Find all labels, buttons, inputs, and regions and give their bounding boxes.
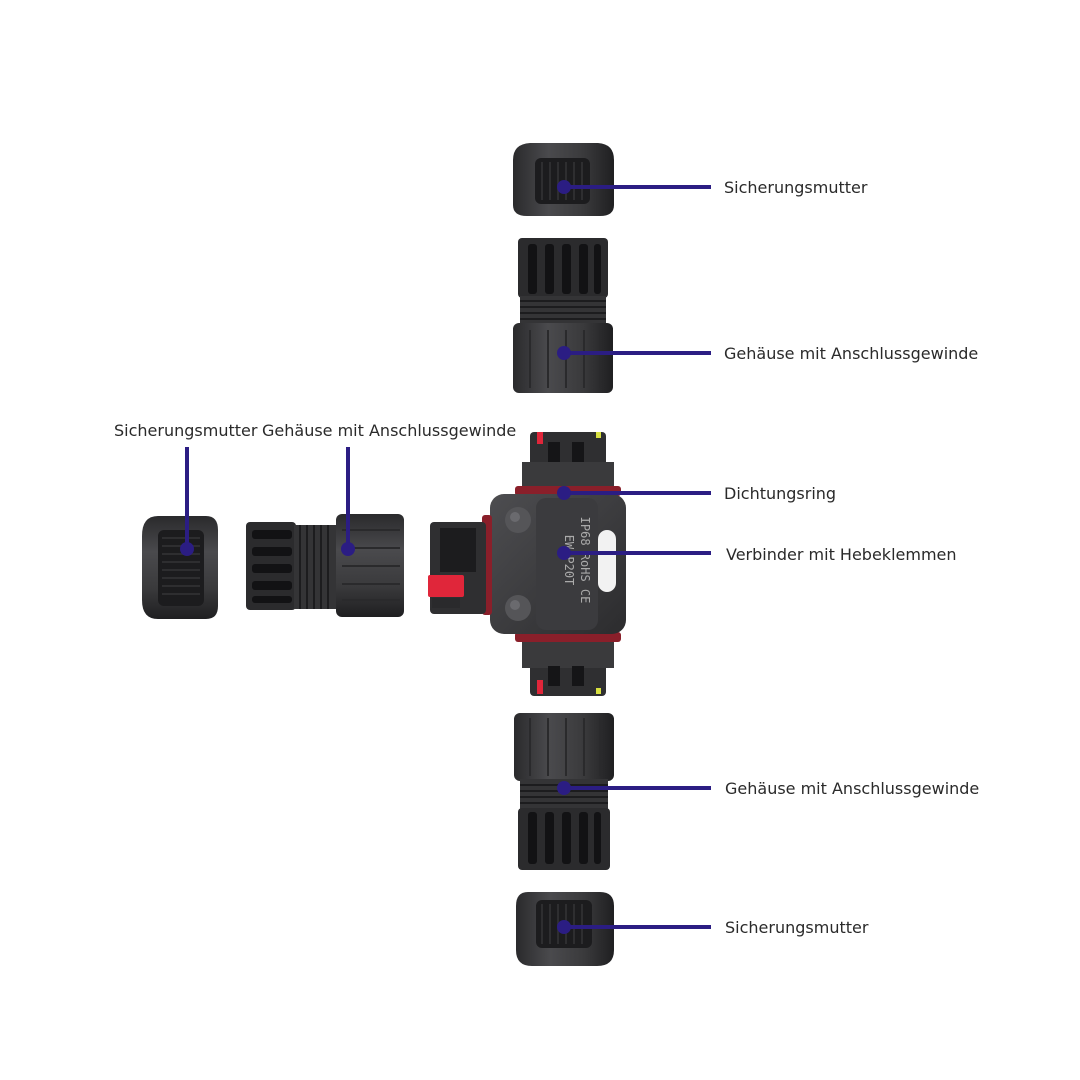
- left-housing: [246, 514, 404, 617]
- label-left-nut: Sicherungsmutter: [114, 421, 258, 440]
- label-left-housing: Gehäuse mit Anschlussgewinde: [262, 421, 517, 440]
- top-lock-nut: [513, 143, 614, 216]
- leader-top-nut: [557, 180, 711, 194]
- label-top-housing: Gehäuse mit Anschlussgewinde: [724, 344, 979, 363]
- leader-bottom-housing: [557, 781, 711, 795]
- connector-marking-line2: EW-P20T: [562, 535, 576, 586]
- left-lock-nut: [142, 516, 218, 619]
- leader-left-housing: [341, 447, 355, 556]
- top-housing: [513, 238, 613, 393]
- leader-connector: [557, 546, 711, 560]
- leader-bottom-nut: [557, 920, 711, 934]
- leader-left-nut: [180, 447, 194, 556]
- leader-top-housing: [557, 346, 711, 360]
- label-bottom-housing: Gehäuse mit Anschlussgewinde: [725, 779, 980, 798]
- leader-lines: [180, 180, 711, 934]
- label-bottom-nut: Sicherungsmutter: [725, 918, 869, 937]
- connector-marking-line1: IP68 RoHS CE: [578, 517, 592, 604]
- label-connector: Verbinder mit Hebeklemmen: [726, 545, 957, 564]
- label-top-nut: Sicherungsmutter: [724, 178, 868, 197]
- t-connector-hub: IP68 RoHS CE EW-P20T: [428, 432, 626, 696]
- label-seal-ring: Dichtungsring: [724, 484, 837, 503]
- leader-seal-ring: [557, 486, 711, 500]
